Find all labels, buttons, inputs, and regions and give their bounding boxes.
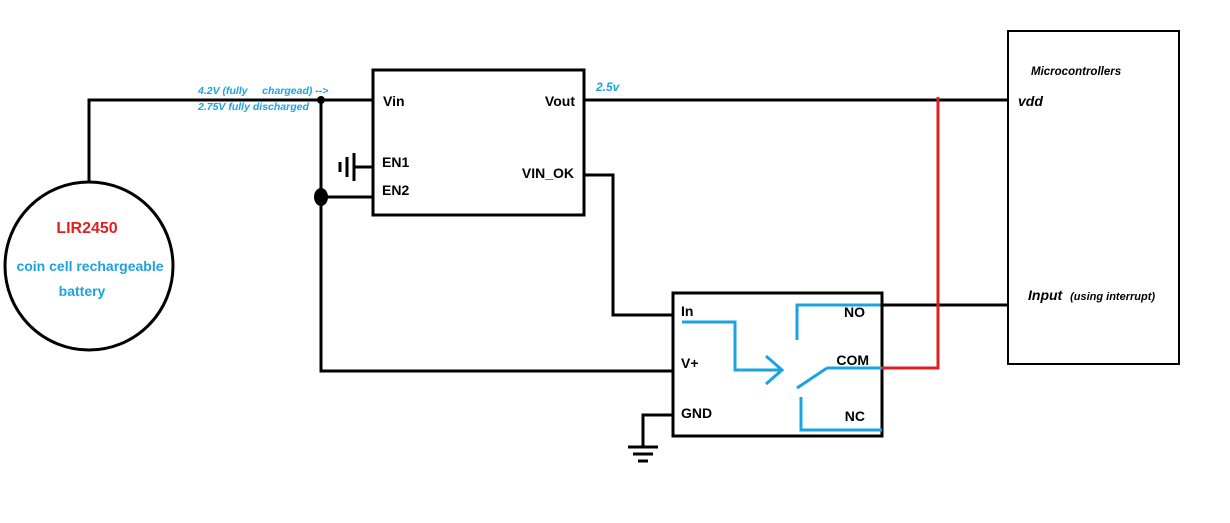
note-output-voltage: 2.5v (595, 80, 621, 94)
junction-vin (317, 96, 325, 104)
switch-lever (796, 366, 828, 390)
microcontroller-title: Microcontrollers (1031, 66, 1121, 78)
microcontroller-box (1007, 30, 1180, 365)
switch-gnd-label: GND (681, 405, 712, 421)
battery-desc-line1: coin cell rechargeable (16, 258, 163, 274)
wire-battery-to-vin (87, 98, 375, 184)
switch-no-label: NO (844, 304, 865, 320)
switch-control-arrow-line (682, 320, 780, 372)
battery-desc-line2: battery (59, 283, 106, 299)
regulator-vinok-label: VIN_OK (522, 165, 574, 181)
regulator-vin-label: Vin (383, 93, 405, 109)
wire-com-to-vdd-red (882, 97, 940, 370)
switch-in-label: In (681, 303, 693, 319)
switch-nc-contact (799, 397, 882, 432)
input-note: (using interrupt) (1070, 291, 1155, 303)
wire-gnd (641, 413, 675, 449)
note-charged: 4.2V (fully chargead) --> (197, 85, 328, 97)
switch-no-contact (795, 303, 882, 340)
battery-name: LIR2450 (56, 220, 117, 237)
microcontroller-input-label: Input (using interrupt) (1028, 287, 1155, 303)
note-discharged: 2.75V fully discharged (197, 101, 309, 113)
wire-vinok-to-in (582, 173, 675, 317)
switch-com-label: COM (836, 352, 869, 368)
switch-vplus-label: V+ (681, 355, 699, 371)
regulator-en2-label: EN2 (382, 182, 409, 198)
regulator-vout-label: Vout (545, 93, 575, 109)
regulator-box (371, 68, 586, 217)
input-main: Input (1028, 287, 1064, 303)
switch-control-arrow-head (765, 354, 785, 386)
regulator-en1-label: EN1 (382, 154, 409, 170)
microcontroller-vdd-label: vdd (1018, 93, 1043, 109)
switch-nc-label: NC (845, 408, 865, 424)
